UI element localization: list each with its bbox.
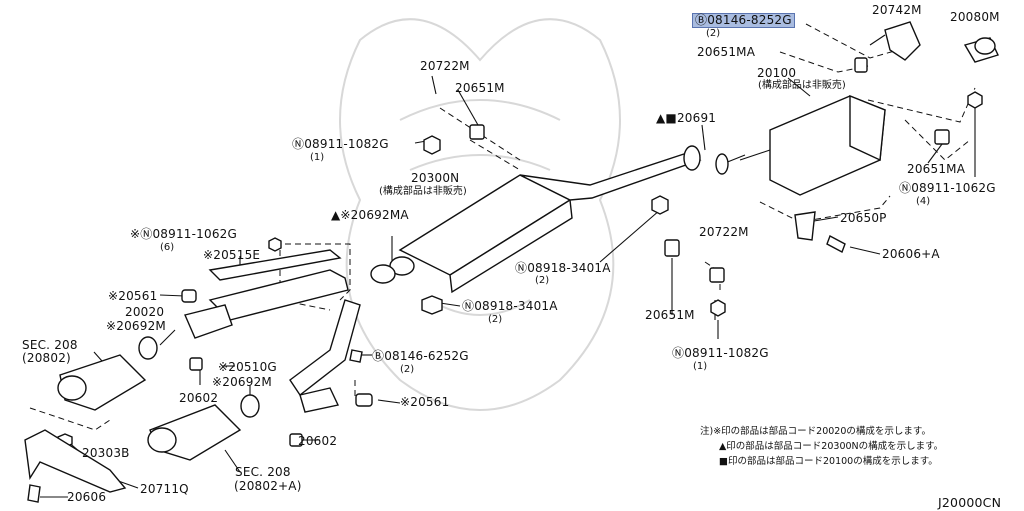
label-08911-1062g-right: Ⓝ08911-1062G — [899, 181, 996, 195]
label-20692ma: ▲※20692MA — [331, 208, 409, 222]
label-08918-3401a-low: Ⓝ08918-3401A — [462, 299, 558, 313]
tail-finisher-20080m — [963, 37, 999, 63]
label-20300n-note: (構成部品は非販売) — [379, 186, 467, 197]
main-muffler-20100 — [715, 94, 886, 196]
center-pipe-20300n — [370, 145, 702, 294]
label-20650p: 20650P — [840, 211, 887, 225]
label-20651ma-top: 20651MA — [697, 45, 756, 59]
label-08911-1062g-left-qty: (6) — [160, 242, 175, 253]
label-20080m: 20080M — [950, 10, 1000, 24]
label-08911-1062g-left: ※Ⓝ08911-1062G — [130, 227, 237, 241]
clamps-20561 — [181, 289, 373, 447]
catalyst-mid — [147, 404, 242, 461]
label-08146-8252g: Ⓑ08146-8252G — [692, 13, 795, 28]
label-20722m-top: 20722M — [420, 59, 470, 73]
footnote-3: ■印の部品は部品コード20100の構成を示します。 — [719, 456, 938, 467]
label-sec208-mid: SEC. 208 — [235, 465, 291, 479]
label-20100-note: (構成部品は非販売) — [758, 80, 846, 91]
label-08146-8252g-qty: (2) — [706, 28, 721, 39]
label-08911-1082g-top: Ⓝ08911-1082G — [292, 137, 389, 151]
label-20651m-mid: 20651M — [645, 308, 695, 322]
label-20020: 20020 — [125, 305, 165, 319]
label-08918-3401a-mid-qty: (2) — [535, 275, 550, 286]
front-pipe-20020 — [138, 249, 361, 418]
label-sec208-left-sub: (20802) — [22, 351, 71, 365]
label-sec208-left: SEC. 208 — [22, 338, 78, 352]
catalyst-left — [57, 354, 147, 411]
label-sec208-mid-sub: (20802+A) — [234, 479, 302, 493]
label-20651ma-right: 20651MA — [907, 162, 966, 176]
label-20692m-left: ※20692M — [106, 319, 166, 333]
label-20561-left: ※20561 — [108, 289, 158, 303]
label-20510g: ※20510G — [218, 360, 277, 374]
label-20691: ▲■20691 — [656, 111, 717, 125]
diagram-code: J20000CN — [938, 495, 1002, 510]
label-08911-1082g-mid: Ⓝ08911-1082G — [672, 346, 769, 360]
label-20602-mid: 20602 — [298, 434, 338, 448]
label-20300n: 20300N — [411, 171, 460, 185]
label-20606: 20606 — [67, 490, 107, 504]
hanger-bracket-20742m — [869, 21, 921, 61]
footnote-1: 注)※印の部品は部品コード20020の構成を示します。 — [700, 426, 931, 437]
label-20561-mid: ※20561 — [400, 395, 450, 409]
label-20742m: 20742M — [872, 3, 922, 17]
label-20602-left: 20602 — [179, 391, 219, 405]
label-20606a: 20606+A — [882, 247, 940, 261]
label-20100: 20100 — [757, 66, 797, 80]
label-08146-6252g-qty: (2) — [400, 364, 415, 375]
label-20692m-mid: ※20692M — [212, 375, 272, 389]
label-20651m-top: 20651M — [455, 81, 505, 95]
label-08146-6252g: Ⓑ08146-6252G — [372, 349, 469, 363]
bracket-20711q — [24, 429, 127, 493]
rubber-mounts — [469, 57, 950, 283]
label-08911-1082g-top-qty: (1) — [310, 152, 325, 163]
label-08918-3401a-low-qty: (2) — [488, 314, 503, 325]
label-08918-3401a-mid: Ⓝ08918-3401A — [515, 261, 611, 275]
label-08911-1082g-mid-qty: (1) — [693, 361, 708, 372]
label-08911-1062g-right-qty: (4) — [916, 196, 931, 207]
label-20303b: 20303B — [82, 446, 130, 460]
label-20515e: ※20515E — [203, 248, 261, 262]
footnote-2: ▲印の部品は部品コード20300Nの構成を示します。 — [719, 441, 944, 452]
label-20722m-mid: 20722M — [699, 225, 749, 239]
label-20711q: 20711Q — [140, 482, 189, 496]
